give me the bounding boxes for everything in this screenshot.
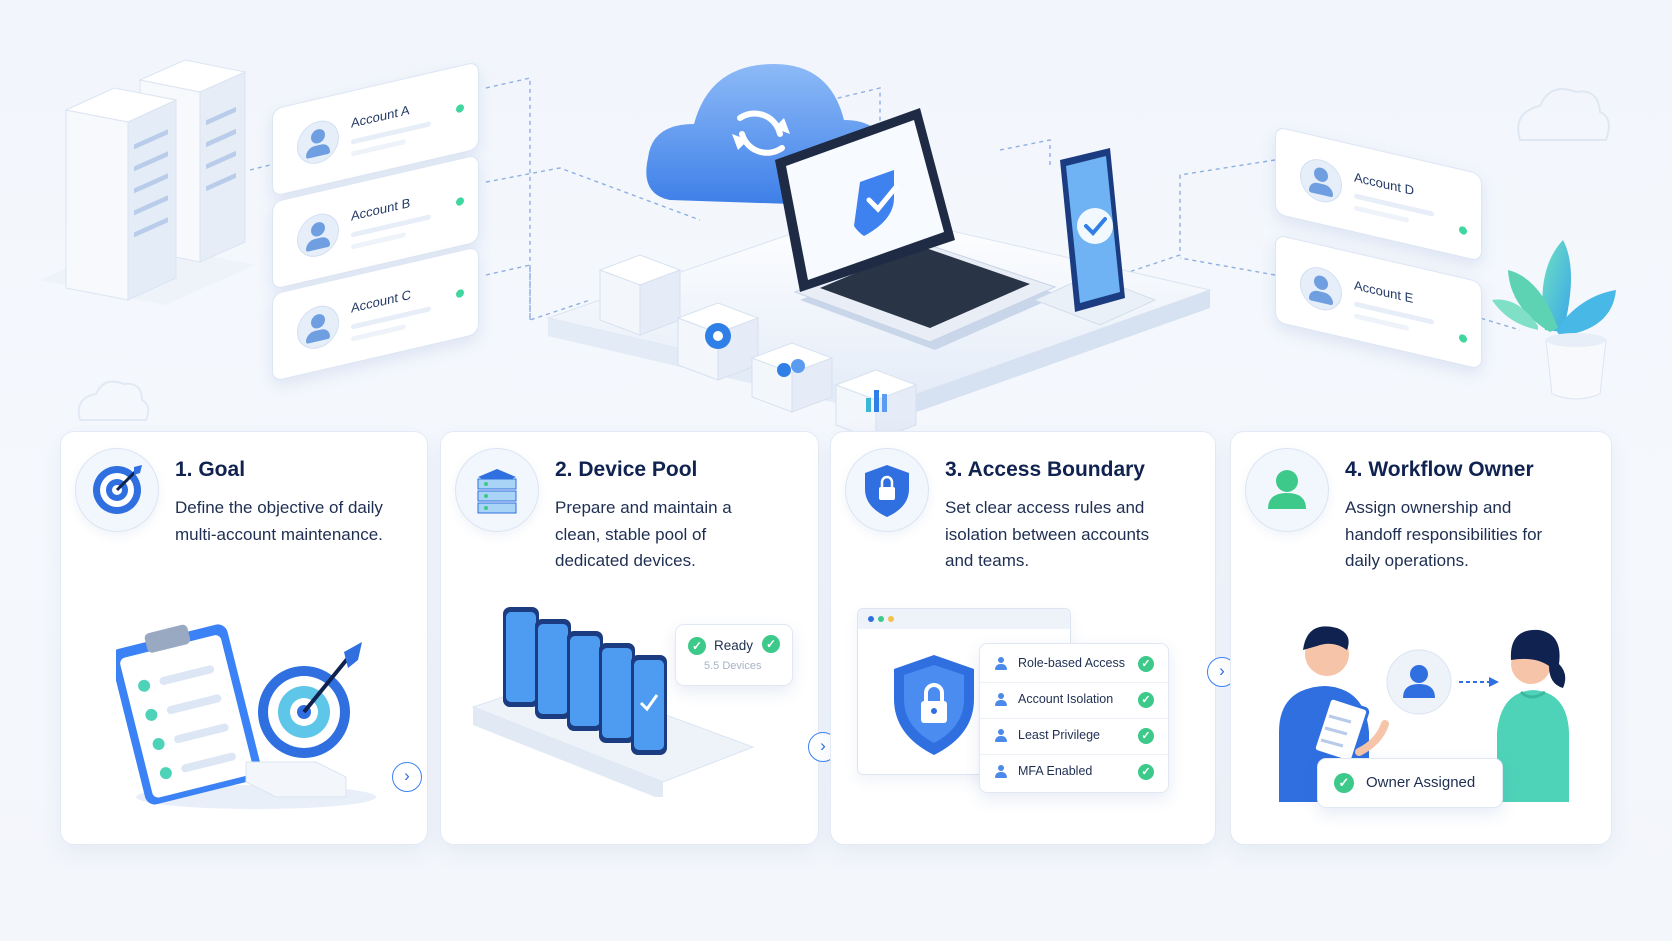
status-dot: [1459, 333, 1467, 344]
target-icon: [75, 448, 159, 532]
step-card-access-boundary: 3. Access Boundary Set clear access rule…: [830, 431, 1237, 845]
user-icon: [994, 693, 1008, 707]
check-icon: ✓: [1334, 773, 1354, 793]
list-item: MFA Enabled ✓: [980, 754, 1168, 790]
status-dot: [456, 103, 464, 114]
access-rules-list: Role-based Access ✓ Account Isolation ✓ …: [979, 643, 1169, 793]
device-stack-icon: [455, 448, 539, 532]
owner-assigned-label: Owner Assigned: [1366, 774, 1476, 791]
user-icon: [994, 657, 1008, 671]
list-item: Role-based Access ✓: [980, 646, 1168, 683]
device-count: 5.5 Devices: [704, 660, 762, 672]
ready-label: Ready: [714, 638, 754, 653]
plant-icon: [1492, 240, 1616, 400]
status-dot: [1459, 225, 1467, 236]
phone-icon: [1033, 148, 1157, 326]
device-ready-badge: ✓ Ready ✓ 5.5 Devices: [675, 624, 793, 686]
account-name: Account D: [1354, 169, 1414, 199]
handoff-illustration: [1279, 626, 1569, 802]
account-name: Account C: [351, 286, 411, 316]
shield-lock-icon: [894, 655, 974, 755]
goal-illustration: [116, 624, 376, 809]
check-icon: ✓: [1138, 656, 1154, 672]
user-icon: [994, 765, 1008, 779]
account-name: Account A: [351, 102, 410, 131]
avatar-icon: [1300, 154, 1342, 207]
list-item: Account Isolation ✓: [980, 682, 1168, 719]
device-pool-illustration: [471, 607, 755, 797]
step-description: Prepare and maintain a clean, stable poo…: [555, 498, 732, 570]
check-icon: ✓: [1138, 764, 1154, 780]
avatar-icon: [297, 116, 339, 169]
shield-lock-icon: [845, 448, 929, 532]
cube-icons: [598, 254, 918, 441]
step-card-goal: 1. Goal Define the objective of daily mu…: [60, 431, 428, 845]
step-title: 2. Device Pool: [555, 458, 698, 481]
step-description: Assign ownership and handoff responsibil…: [1345, 498, 1543, 570]
check-icon: ✓: [688, 637, 706, 655]
list-item: Least Privilege ✓: [980, 718, 1168, 755]
server-rack-icon: [40, 59, 255, 305]
step-description: Set clear access rules and isolation bet…: [945, 498, 1150, 570]
hero-scene: Account A Account B Account C Account D …: [0, 0, 1672, 470]
account-name: Account B: [351, 194, 411, 224]
next-arrow-button[interactable]: ›: [392, 762, 422, 792]
step-title: 4. Workflow Owner: [1345, 458, 1534, 481]
avatar-icon: [297, 301, 339, 354]
avatar-icon: [297, 209, 339, 262]
step-card-workflow-owner: 4. Workflow Owner Assign ownership and h…: [1230, 431, 1612, 845]
check-icon: ✓: [762, 635, 780, 653]
step-card-device-pool: 2. Device Pool Prepare and maintain a cl…: [440, 431, 838, 845]
owner-assigned-badge: ✓ Owner Assigned: [1317, 758, 1503, 808]
account-name: Account E: [1354, 277, 1414, 307]
avatar-icon: [1300, 262, 1342, 315]
check-icon: ✓: [1138, 692, 1154, 708]
step-title: 3. Access Boundary: [945, 458, 1145, 481]
laptop-icon: [775, 108, 1060, 350]
user-icon: [1245, 448, 1329, 532]
status-dot: [456, 288, 464, 299]
step-title: 1. Goal: [175, 458, 246, 481]
check-icon: ✓: [1138, 728, 1154, 744]
user-icon: [994, 729, 1008, 743]
status-dot: [456, 196, 464, 207]
step-description: Define the objective of daily multi-acco…: [175, 498, 383, 544]
